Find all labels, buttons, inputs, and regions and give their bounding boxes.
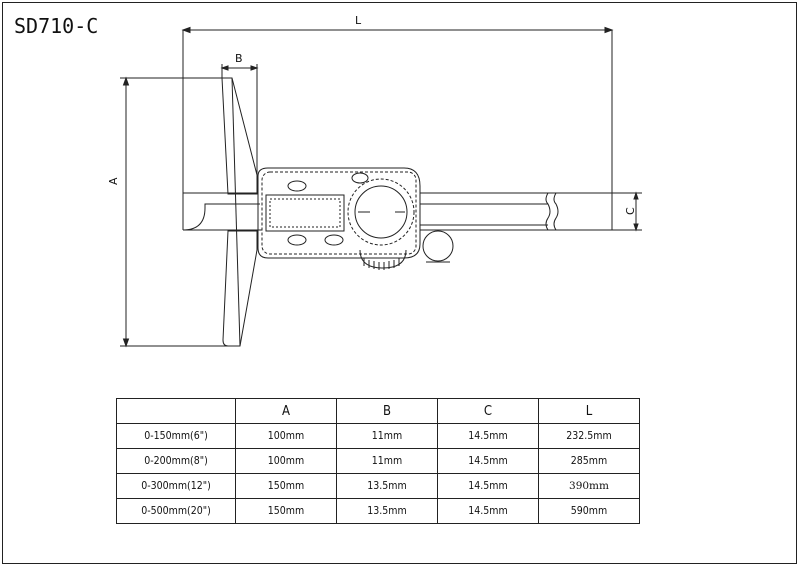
table-header-row: A B C L [116,398,640,424]
table-header: A [235,398,337,424]
model-number: SD710-C [14,14,99,38]
table-cell: 14.5mm [437,448,539,474]
label-C: C [624,207,637,215]
table-cell: 0-300mm(12") [116,473,236,499]
table-cell: 11mm [336,423,438,449]
table-cell: 232.5mm [538,423,640,449]
dimension-B: B [220,52,259,175]
table-cell: 100mm [235,448,337,474]
caliper-base [221,77,258,347]
table-row: 0-300mm(12") 150mm 13.5mm 14.5mm 390mm [116,473,640,499]
dial-outline [347,178,415,246]
table-cell: 14.5mm [437,498,539,524]
caliper-beam [182,192,613,231]
table-cell: 13.5mm [336,473,438,499]
table-header: C [437,398,539,424]
table-cell: 13.5mm [336,498,438,524]
table-row: 0-500mm(20") 150mm 13.5mm 14.5mm 590mm [116,498,640,524]
table-header: B [336,398,438,424]
lcd-display [265,194,345,232]
table-cell: 590mm [538,498,640,524]
table-cell: 0-200mm(8") [116,448,236,474]
table-cell: 14.5mm [437,423,539,449]
table-header: L [538,398,640,424]
table-header [116,398,236,424]
label-A: A [107,177,120,185]
button-icon [287,234,307,246]
table-cell: 150mm [235,473,337,499]
table-cell: 150mm [235,498,337,524]
spec-table: A B C L 0-150mm(6") 100mm 11mm 14.5mm 23… [116,398,640,524]
button-icon [287,180,307,192]
dimension-L: L [181,14,614,193]
button-icon [324,234,344,246]
button-icon [351,172,369,184]
table-cell: 14.5mm [437,473,539,499]
table-cell: 11mm [336,448,438,474]
dial [354,185,408,239]
caliper-head [257,167,454,270]
dimension-C: C [612,191,642,232]
label-B: B [235,52,243,65]
table-cell: 285mm [538,448,640,474]
dimension-A: A [107,76,236,348]
lock-screw [422,230,454,262]
table-cell: 0-150mm(6") [116,423,236,449]
table-cell: 0-500mm(20") [116,498,236,524]
table-cell: 390mm [538,473,640,499]
table-cell: 100mm [235,423,337,449]
table-row: 0-200mm(8") 100mm 11mm 14.5mm 285mm [116,448,640,474]
table-row: 0-150mm(6") 100mm 11mm 14.5mm 232.5mm [116,423,640,449]
label-L: L [355,14,362,27]
